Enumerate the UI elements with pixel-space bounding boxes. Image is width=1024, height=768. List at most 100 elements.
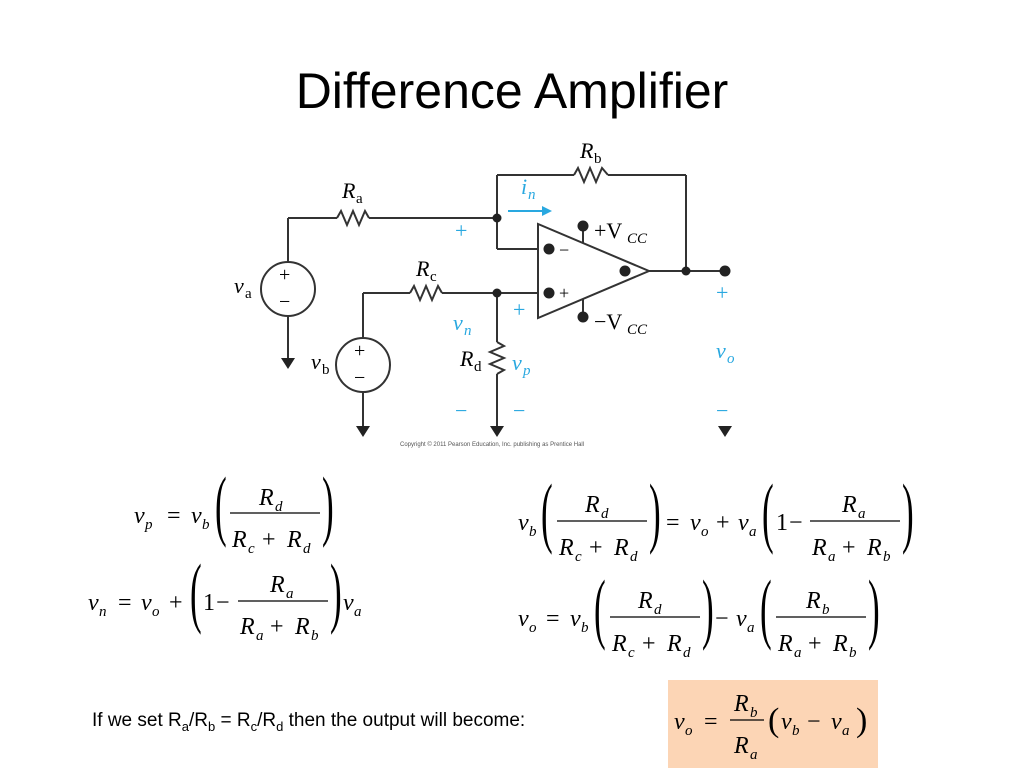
svg-text:b: b <box>883 549 891 565</box>
label-rc: R <box>415 256 430 281</box>
svg-text:R: R <box>777 631 793 657</box>
circuit-nodes <box>492 213 731 323</box>
svg-text:=: = <box>167 503 181 529</box>
svg-text:=: = <box>118 590 132 616</box>
svg-text:v: v <box>134 503 145 529</box>
condition-note: If we set Ra/Rb = Rc/Rd then the output … <box>92 710 526 734</box>
polarity-plus-1: + <box>455 218 467 243</box>
polarity-minus-2: − <box>513 398 525 423</box>
svg-text:R: R <box>294 614 310 640</box>
label-rd: R <box>459 346 474 371</box>
equation-result: v o = R b R a ( v b − v a ) <box>674 691 867 763</box>
svg-text:R: R <box>258 485 274 511</box>
svg-text:v: v <box>191 503 202 529</box>
svg-text:v: v <box>518 606 529 632</box>
label-ra-sub: a <box>356 191 363 207</box>
svg-text:a: a <box>286 586 294 602</box>
svg-text:R: R <box>558 535 574 561</box>
svg-text:v: v <box>570 606 581 632</box>
svg-text:b: b <box>581 620 589 636</box>
source-vb-minus: − <box>354 367 365 389</box>
svg-text:−: − <box>715 606 729 632</box>
svg-text:R: R <box>611 631 627 657</box>
svg-text:v: v <box>738 510 749 536</box>
op-amp <box>537 222 652 320</box>
svg-text:R: R <box>584 492 600 518</box>
svg-text:v: v <box>141 590 152 616</box>
svg-text:(: ( <box>594 566 606 652</box>
svg-text:b: b <box>849 645 857 661</box>
svg-text:): ) <box>330 550 342 636</box>
label-vn: v <box>453 310 463 335</box>
svg-text:o: o <box>152 604 160 620</box>
svg-text:R: R <box>733 733 749 759</box>
resistor-rd <box>487 341 507 375</box>
source-va <box>260 261 316 317</box>
polarity-minus-out: − <box>716 398 728 423</box>
label-rb: R <box>579 138 594 163</box>
svg-text:): ) <box>902 470 914 556</box>
svg-text:d: d <box>654 602 662 618</box>
svg-text:v: v <box>736 606 747 632</box>
opamp-noninverting-sign: + <box>559 283 569 303</box>
svg-text:R: R <box>733 691 749 717</box>
equation-vp: v p = v b ( R d R c + R d ) <box>134 463 334 557</box>
svg-text:a: a <box>747 620 755 636</box>
svg-text:R: R <box>286 527 302 553</box>
svg-text:v: v <box>343 590 354 616</box>
svg-text:v: v <box>690 510 701 536</box>
svg-text:b: b <box>750 705 758 721</box>
svg-text:1: 1 <box>776 510 788 536</box>
svg-text:R: R <box>805 588 821 614</box>
svg-text:+: + <box>169 590 183 616</box>
svg-text:R: R <box>666 631 682 657</box>
label-vcc-pos-sub: CC <box>627 231 648 247</box>
svg-text:+: + <box>270 614 284 640</box>
svg-text:b: b <box>529 524 537 540</box>
source-va-plus: + <box>279 264 290 286</box>
opamp-inverting-sign: − <box>559 240 569 260</box>
label-rd-sub: d <box>474 359 482 375</box>
svg-text:1: 1 <box>203 590 215 616</box>
equation-vn: v n = v o + ( 1 − R a R a + R b ) v a <box>88 550 362 644</box>
polarity-plus-out: + <box>716 280 728 305</box>
svg-text:a: a <box>858 506 866 522</box>
svg-text:v: v <box>88 590 99 616</box>
copyright-text: Copyright © 2011 Pearson Education, Inc.… <box>400 441 584 448</box>
svg-text:): ) <box>868 566 880 652</box>
svg-text:−: − <box>807 709 821 735</box>
svg-text:o: o <box>685 723 693 739</box>
svg-text:(: ( <box>768 702 779 739</box>
svg-text:(: ( <box>190 550 202 636</box>
svg-text:+: + <box>262 527 276 553</box>
svg-text:(: ( <box>760 566 772 652</box>
svg-text:d: d <box>275 499 283 515</box>
svg-text:c: c <box>575 549 582 565</box>
resistor-rb <box>573 165 609 185</box>
label-ra: R <box>341 178 356 203</box>
svg-text:a: a <box>794 645 802 661</box>
svg-text:): ) <box>322 463 334 549</box>
resistor-ra <box>336 208 370 228</box>
svg-text:o: o <box>701 524 709 540</box>
label-va: v <box>234 273 244 298</box>
svg-text:a: a <box>354 604 362 620</box>
slide-title: Difference Amplifier <box>295 63 729 119</box>
source-vb <box>335 337 391 393</box>
label-in-sub: n <box>528 187 536 203</box>
svg-text:(: ( <box>215 463 227 549</box>
svg-text:d: d <box>630 549 638 565</box>
svg-text:a: a <box>750 747 758 763</box>
polarity-plus-2: + <box>513 297 525 322</box>
svg-text:d: d <box>601 506 609 522</box>
resistor-rc <box>409 283 443 303</box>
svg-text:+: + <box>716 510 730 536</box>
svg-text:b: b <box>311 628 319 644</box>
svg-text:+: + <box>642 631 656 657</box>
svg-text:(: ( <box>541 470 553 556</box>
label-in: i <box>521 174 527 199</box>
svg-text:R: R <box>269 572 285 598</box>
svg-text:a: a <box>842 723 850 739</box>
svg-text:c: c <box>628 645 635 661</box>
label-va-sub: a <box>245 286 252 302</box>
